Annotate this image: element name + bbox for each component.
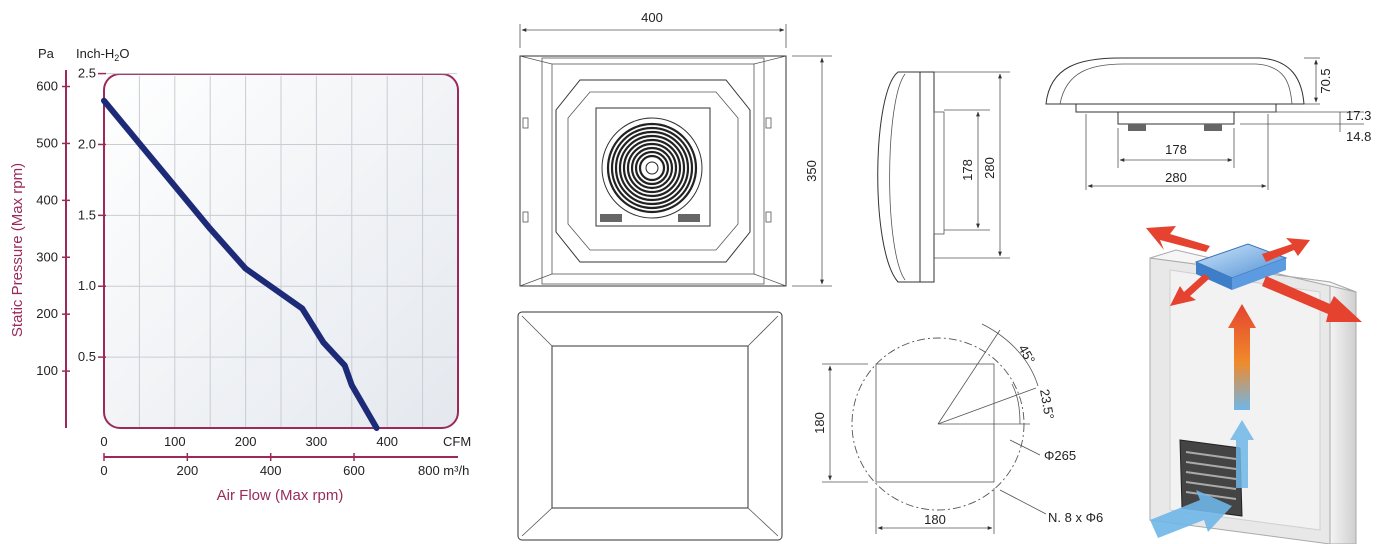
impeller-ring [634, 150, 670, 186]
exhaust-arrow-left-icon [1146, 226, 1210, 252]
cut-angle2-label: 23.5° [1037, 388, 1057, 421]
impeller-ring [601, 117, 703, 219]
cut-height-label: 180 [812, 412, 827, 434]
cut-diameter-label: Φ265 [1044, 448, 1076, 463]
impeller-ring [614, 130, 690, 206]
m3h-unit-label: 800 m³/h [418, 463, 469, 478]
impeller-ring [610, 126, 694, 210]
cut-width-label: 180 [924, 512, 946, 527]
pa-tick-label: 400 [36, 192, 58, 207]
fan-impeller-icon [601, 117, 703, 219]
pa-tick-label: 300 [36, 249, 58, 264]
cut-angle1-label: 45° [1015, 342, 1038, 367]
impeller-ring [638, 154, 666, 182]
pa-unit-label: Pa [38, 46, 55, 61]
top-view-drawing: 70.5 17.3 14.8 178 280 [1045, 57, 1371, 190]
rising-air-arrow-icon [1228, 304, 1256, 410]
m3h-tick-label: 600 [343, 463, 365, 478]
pa-tick-label: 200 [36, 306, 58, 321]
inh2o-tick-label: 2.0 [78, 136, 96, 151]
cfm-unit-label: CFM [443, 434, 471, 449]
performance-chart: 100 200 300 400 500 600 0.5 1.0 1.5 2.0 2.5 0 100 200… [9, 46, 471, 504]
cfm-tick-label: 400 [376, 434, 398, 449]
inh2o-tick-label: 1.0 [78, 278, 96, 293]
side-view-drawing: 178 280 [877, 71, 1010, 283]
top-dim1-label: 17.3 [1346, 108, 1371, 123]
impeller-ring [618, 134, 686, 202]
filter-grille-icon [1179, 439, 1243, 517]
m3h-tick-label: 0 [100, 463, 107, 478]
cfm-tick-label: 200 [235, 434, 257, 449]
y-axis-title: Static Pressure (Max rpm) [9, 163, 26, 337]
pa-tick-label: 600 [36, 79, 58, 94]
cut-holes-label: N. 8 x Φ6 [1048, 510, 1103, 525]
chart-ticks: 100 200 300 400 500 600 0.5 1.0 1.5 2.0 2.5 0 100 200… [36, 66, 398, 478]
cfm-tick-label: 100 [164, 434, 186, 449]
side-inner-label: 178 [960, 159, 975, 181]
intake-arrow-icon [1150, 490, 1232, 538]
m3h-tick-label: 200 [176, 463, 198, 478]
cool-rise-arrow-icon [1230, 420, 1254, 488]
top-outer-label: 280 [1165, 170, 1187, 185]
front-width-label: 400 [641, 10, 663, 25]
top-inner-label: 178 [1165, 142, 1187, 157]
chart-marks [101, 97, 380, 431]
inh2o-tick-label: 0.5 [78, 349, 96, 364]
impeller-hub [645, 161, 659, 175]
top-height-label: 70.5 [1318, 68, 1333, 93]
x-axis-title: Air Flow (Max rpm) [217, 487, 344, 504]
front-view-drawing: 400 350 [519, 10, 832, 287]
pressure-curve [101, 97, 380, 431]
impeller-ring [622, 138, 682, 198]
rear-view-drawing [517, 311, 783, 541]
exhaust-arrow-down-left-icon [1170, 274, 1210, 306]
side-outer-label: 280 [982, 157, 997, 179]
cfm-tick-label: 300 [306, 434, 328, 449]
impeller-ring [630, 146, 674, 190]
impeller-ring [606, 122, 698, 214]
front-height-label: 350 [804, 160, 819, 182]
inh2o-tick-label: 2.5 [78, 66, 96, 81]
airflow-illustration [1146, 226, 1362, 544]
inh2o-tick-label: 1.5 [78, 207, 96, 222]
exhaust-arrow-up-icon [1262, 238, 1310, 262]
inh2o-unit-label: Inch-H2O [76, 46, 129, 63]
chart-grid [105, 73, 457, 427]
cutout-drawing: 45° 23.5° Φ265 180 180 N. 8 x Φ6 [812, 323, 1103, 534]
impeller-ring [626, 142, 678, 194]
m3h-tick-label: 400 [260, 463, 282, 478]
exhaust-arrow-right-icon [1262, 276, 1362, 322]
cfm-tick-label: 0 [100, 434, 107, 449]
top-dim2-label: 14.8 [1346, 129, 1371, 144]
pa-tick-label: 100 [36, 363, 58, 378]
pa-tick-label: 500 [36, 135, 58, 150]
